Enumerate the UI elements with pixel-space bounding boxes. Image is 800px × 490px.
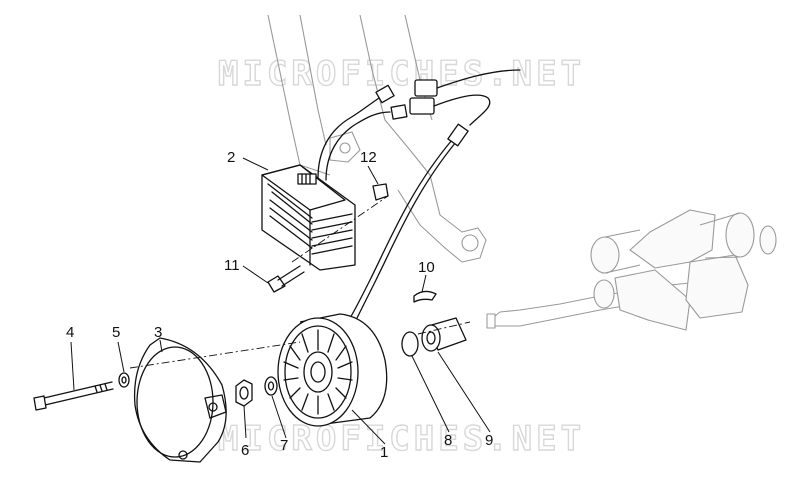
callout-12: 12 bbox=[360, 149, 377, 166]
watermark-top: MICROFICHES.NET bbox=[218, 54, 585, 94]
callout-4: 4 bbox=[66, 324, 74, 341]
wiring-harness bbox=[317, 69, 521, 321]
callout-10: 10 bbox=[418, 259, 435, 276]
callout-1: 1 bbox=[380, 444, 388, 461]
callout-9: 9 bbox=[485, 432, 493, 449]
leader-lines bbox=[70, 157, 491, 445]
stator bbox=[277, 313, 388, 427]
callout-11: 11 bbox=[224, 257, 240, 274]
key bbox=[413, 290, 437, 303]
callout-7: 7 bbox=[280, 437, 288, 454]
watermark-bottom: MICROFICHES.NET bbox=[218, 419, 585, 459]
callout-6: 6 bbox=[241, 442, 249, 459]
nut bbox=[235, 379, 253, 407]
voltage-regulator bbox=[261, 164, 356, 271]
washer-5 bbox=[118, 372, 130, 388]
callout-2: 2 bbox=[227, 149, 235, 166]
frame-ghost bbox=[267, 14, 487, 263]
callout-labels: 2 12 11 10 4 5 3 6 7 1 8 9 bbox=[66, 149, 493, 461]
screw bbox=[267, 265, 305, 293]
assembly-axis bbox=[129, 195, 471, 369]
washer-7 bbox=[264, 376, 278, 396]
circlip bbox=[401, 331, 419, 357]
crankshaft-ghost bbox=[486, 209, 777, 331]
bolt bbox=[33, 381, 114, 411]
callout-8: 8 bbox=[444, 432, 452, 449]
callout-3: 3 bbox=[154, 324, 162, 341]
spacer bbox=[421, 317, 467, 352]
callout-5: 5 bbox=[112, 324, 120, 341]
stator-cover bbox=[133, 337, 227, 463]
stator-windings bbox=[283, 329, 353, 415]
